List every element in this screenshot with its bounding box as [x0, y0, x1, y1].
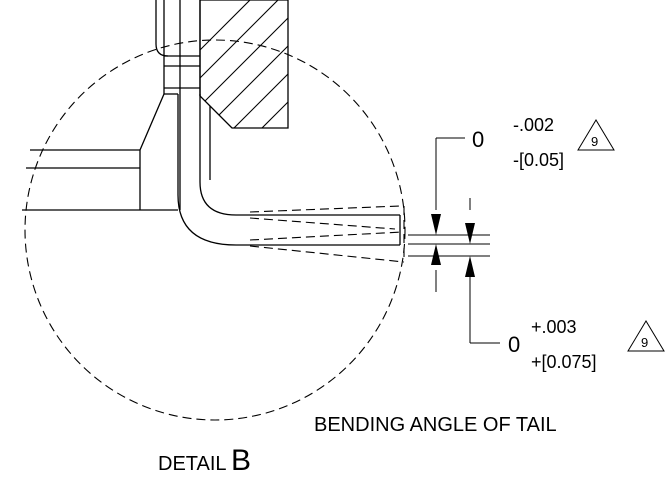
lower-tolerance-mm: +[0.075] [531, 352, 597, 372]
note-flag-triangle-icon [577, 119, 615, 151]
lower-note-number: 9 [641, 335, 648, 350]
arrow-down-icon [465, 223, 475, 244]
lower-tolerance-callout: 0 +.003 +[0.075] 9 [508, 317, 665, 372]
terminal-body [22, 0, 211, 211]
detail-boundary-circle [24, 39, 406, 421]
upper-tolerance-nominal: 0 [472, 127, 484, 152]
lower-tolerance-nominal: 0 [508, 332, 520, 357]
upper-tolerance-mm: -[0.05] [513, 150, 564, 170]
lower-tolerance-inch: +.003 [531, 317, 577, 337]
arrow-up-icon [431, 244, 441, 265]
note-flag-triangle-icon [627, 320, 665, 352]
dimension-lines [408, 137, 500, 344]
arrow-down-icon [431, 214, 441, 235]
upper-tolerance-callout: 0 -.002 -[0.05] 9 [472, 115, 615, 170]
upper-note-number: 9 [591, 134, 598, 149]
contact-tail [177, 94, 401, 246]
housing-hatch-section [199, 0, 289, 129]
detail-label: DETAIL B [158, 444, 251, 477]
bending-angle-caption: BENDING ANGLE OF TAIL [314, 414, 557, 436]
arrow-up-icon [465, 256, 475, 277]
detail-prefix: DETAIL [158, 453, 227, 475]
tail-tolerance-envelope [249, 205, 405, 263]
upper-tolerance-inch: -.002 [513, 115, 554, 135]
detail-letter: B [231, 444, 251, 477]
dimension-arrows [431, 214, 475, 277]
